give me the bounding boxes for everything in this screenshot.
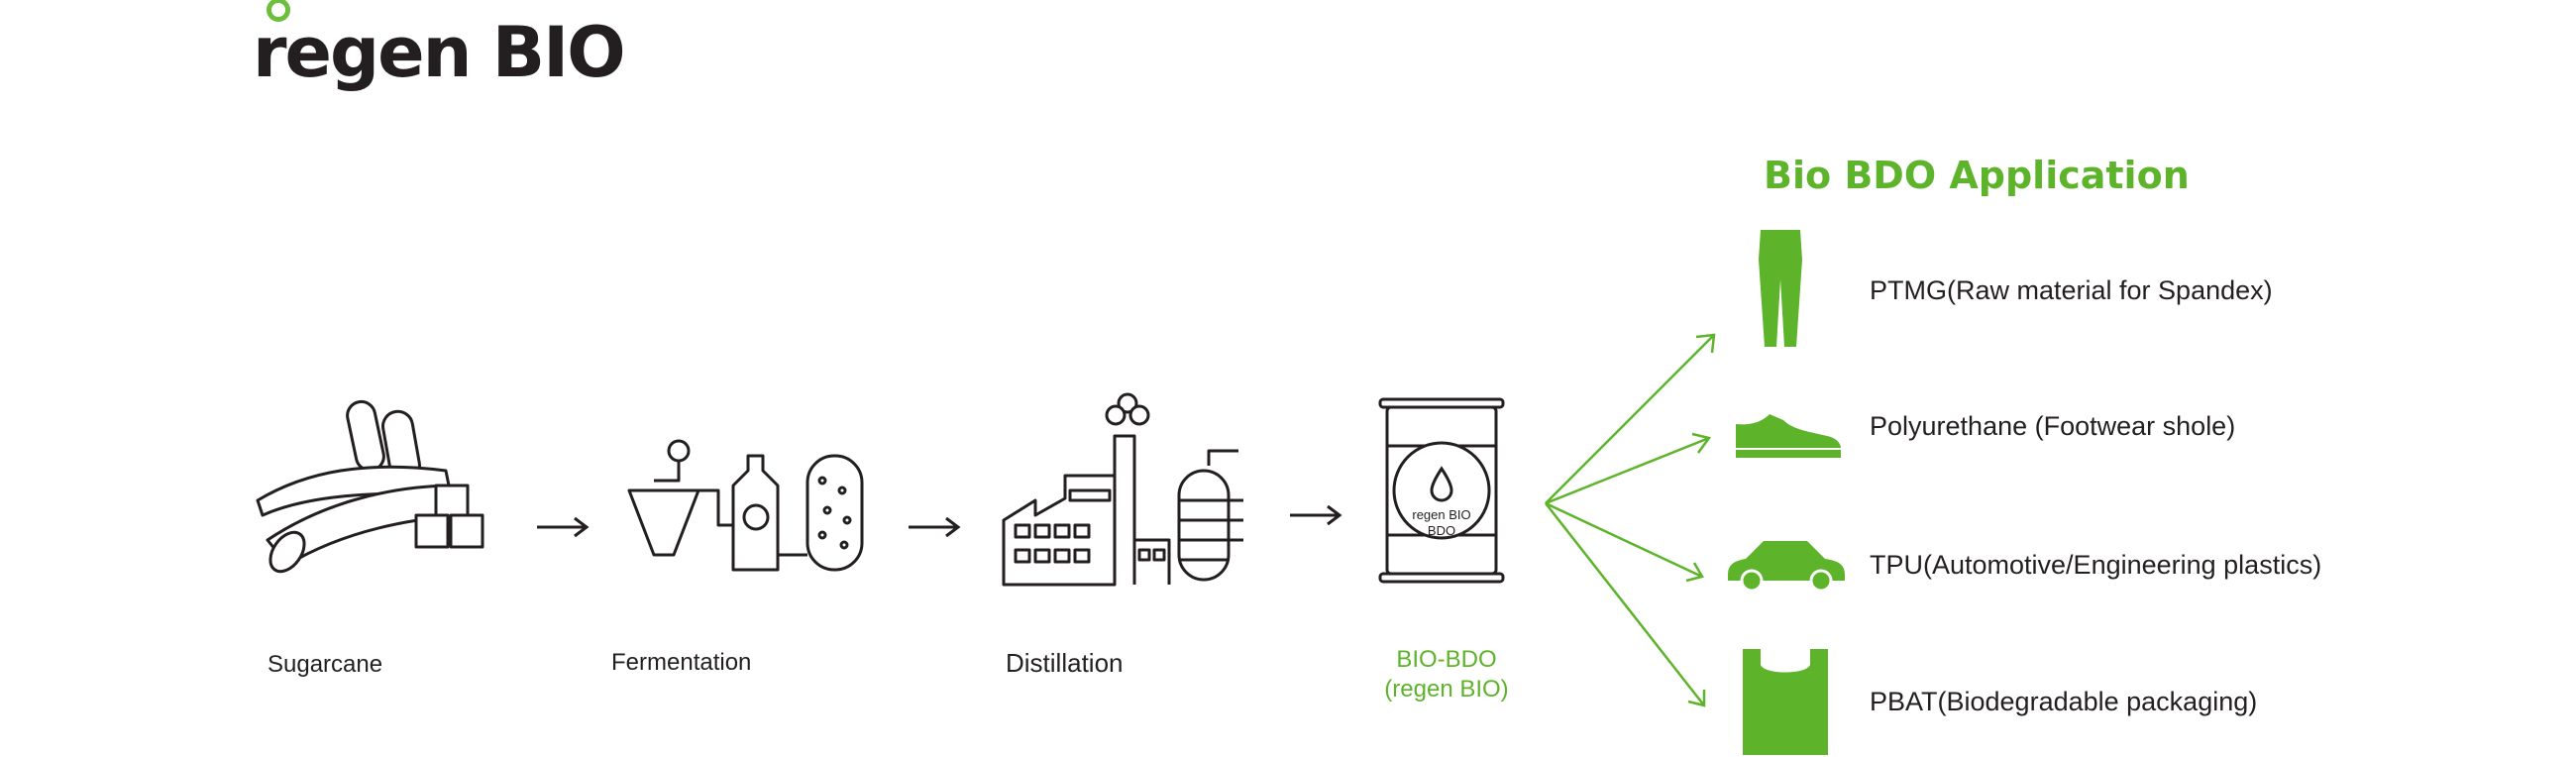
barrel-label: regen BIO BDO xyxy=(1402,507,1481,539)
bio-bdo-line1: BIO-BDO xyxy=(1396,646,1497,673)
step-label-distillation: Distillation xyxy=(1006,648,1124,678)
barrel-icon xyxy=(1378,397,1505,584)
step-label-sugarcane: Sugarcane xyxy=(268,651,383,678)
step-label-fermentation: Fermentation xyxy=(611,649,752,676)
pants-icon xyxy=(1759,230,1802,347)
process-arrow-icon xyxy=(1290,504,1342,526)
distillation-icon xyxy=(1002,392,1243,587)
barrel-text-line1: regen BIO xyxy=(1412,507,1471,522)
app-label-pbat: PBAT(Biodegradable packaging) xyxy=(1870,687,2258,716)
application-arrows xyxy=(1545,333,1716,707)
arrow-to-polyurethane xyxy=(1545,432,1712,505)
app-label-polyurethane: Polyurethane (Footwear shole) xyxy=(1870,411,2236,441)
process-arrow-icon xyxy=(909,516,961,538)
logo-dot-icon xyxy=(267,0,290,22)
arrow-to-tpu xyxy=(1545,501,1704,583)
arrow-to-pbat xyxy=(1545,502,1706,707)
process-arrow-icon xyxy=(537,516,590,538)
app-label-ptmg: PTMG(Raw material for Spandex) xyxy=(1870,275,2273,305)
arrow-to-ptmg xyxy=(1545,333,1716,504)
brand-logo: regen BIO xyxy=(253,0,626,87)
bio-bdo-line2: (regen BIO) xyxy=(1384,676,1509,703)
fermentation-icon xyxy=(627,439,864,572)
app-label-tpu: TPU(Automotive/Engineering plastics) xyxy=(1870,550,2322,580)
barrel-text-line2: BDO xyxy=(1427,523,1456,538)
applications-title: Bio BDO Application xyxy=(1764,154,2190,197)
logo-text: regen BIO xyxy=(253,12,626,93)
sugarcane-icon xyxy=(256,399,484,574)
car-icon xyxy=(1728,541,1845,593)
step-label-bio-bdo: BIO-BDO (regen BIO) xyxy=(1377,645,1516,704)
shoe-icon xyxy=(1736,414,1841,458)
bag-icon xyxy=(1743,649,1828,755)
